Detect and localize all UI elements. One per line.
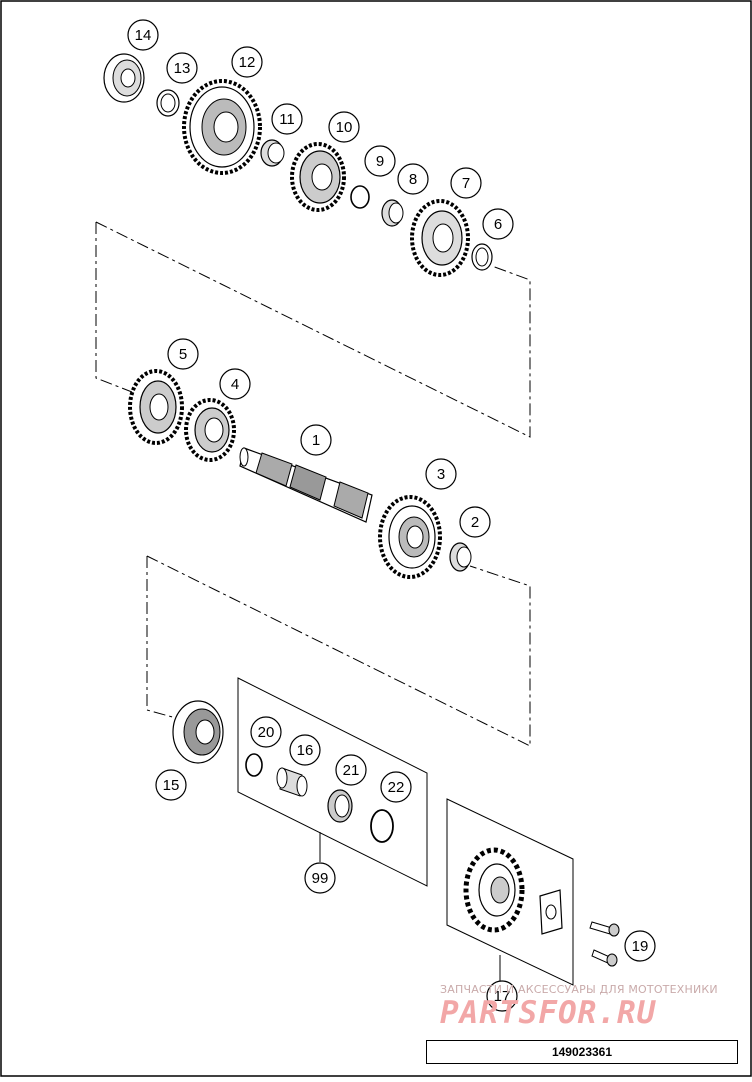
- callout-2[interactable]: 2: [459, 506, 491, 538]
- svg-text:20: 20: [258, 724, 275, 741]
- callout-14[interactable]: 14: [127, 19, 159, 51]
- svg-text:21: 21: [343, 762, 360, 779]
- ring-20: [245, 753, 263, 777]
- sprocket-17: [463, 847, 525, 933]
- callout-4[interactable]: 4: [219, 368, 251, 400]
- bolt-19-lower: [591, 949, 618, 967]
- assembly-line-upper-right: [95, 221, 531, 438]
- bushing-16: [276, 767, 308, 797]
- svg-text:14: 14: [135, 27, 152, 44]
- shaft-1: [239, 447, 373, 523]
- svg-text:11: 11: [279, 111, 295, 128]
- callout-21[interactable]: 21: [335, 754, 367, 786]
- svg-text:3: 3: [437, 466, 445, 483]
- watermark: ЗАПЧАСТИ И АКСЕССУАРЫ ДЛЯ МОТОТЕХНИКИ PA…: [440, 983, 740, 1031]
- bolt-19-upper: [589, 921, 620, 937]
- bearing-15: [172, 700, 224, 764]
- svg-text:4: 4: [231, 376, 239, 393]
- assembly-line-upper: [95, 222, 133, 393]
- kit-17-frame: [446, 798, 574, 986]
- svg-text:2: 2: [471, 514, 479, 531]
- bushing-11: [260, 139, 285, 167]
- callout-12[interactable]: 12: [231, 46, 263, 78]
- svg-text:99: 99: [312, 870, 329, 887]
- callout-99[interactable]: 99: [304, 862, 336, 894]
- svg-text:6: 6: [494, 216, 502, 233]
- callout-9[interactable]: 9: [364, 145, 396, 177]
- seal-21: [327, 789, 353, 823]
- callout-5[interactable]: 5: [167, 338, 199, 370]
- callout-6[interactable]: 6: [482, 208, 514, 240]
- callout-20[interactable]: 20: [250, 716, 282, 748]
- svg-text:12: 12: [239, 54, 256, 71]
- callout-19[interactable]: 19: [624, 930, 656, 962]
- svg-text:22: 22: [388, 779, 405, 796]
- callout-11[interactable]: 11: [271, 103, 303, 135]
- svg-text:13: 13: [174, 60, 191, 77]
- svg-text:10: 10: [336, 119, 353, 136]
- bushing-8: [381, 199, 404, 227]
- document-number: 149023361: [551, 1045, 613, 1059]
- kit-99-frame: [237, 677, 428, 887]
- retaining-plate: [539, 889, 563, 935]
- bearing-14: [103, 53, 145, 103]
- svg-text:19: 19: [632, 938, 649, 955]
- svg-text:17: 17: [494, 988, 511, 1005]
- svg-text:8: 8: [409, 171, 417, 188]
- callout-3[interactable]: 3: [425, 458, 457, 490]
- gear-5: [128, 369, 184, 445]
- callout-22[interactable]: 22: [380, 771, 412, 803]
- svg-text:5: 5: [179, 346, 187, 363]
- washer-13: [156, 89, 180, 117]
- watermark-tagline: ЗАПЧАСТИ И АКСЕССУАРЫ ДЛЯ МОТОТЕХНИКИ: [440, 983, 718, 996]
- ring-9: [350, 185, 370, 209]
- bushing-2: [449, 542, 472, 572]
- callout-13[interactable]: 13: [166, 52, 198, 84]
- svg-text:7: 7: [462, 175, 470, 192]
- gear-7: [410, 199, 470, 277]
- svg-text:16: 16: [297, 742, 314, 759]
- gear-10: [290, 142, 346, 212]
- gear-12: [182, 79, 262, 175]
- callout-1[interactable]: 1: [300, 424, 332, 456]
- callout-15[interactable]: 15: [155, 769, 187, 801]
- callout-16[interactable]: 16: [289, 734, 321, 766]
- gear-3: [378, 495, 442, 579]
- callout-10[interactable]: 10: [328, 111, 360, 143]
- washer-6: [471, 243, 493, 271]
- callout-7[interactable]: 7: [450, 167, 482, 199]
- assembly-line-lower: [146, 556, 177, 719]
- document-number-box: 149023361: [426, 1040, 738, 1064]
- assembly-line-lower-right: [146, 555, 531, 747]
- ring-22: [370, 809, 394, 843]
- svg-text:1: 1: [312, 432, 320, 449]
- svg-text:15: 15: [163, 777, 180, 794]
- callout-17[interactable]: 17: [486, 980, 518, 1012]
- svg-text:9: 9: [376, 153, 384, 170]
- callout-8[interactable]: 8: [397, 163, 429, 195]
- gear-4: [184, 398, 236, 462]
- watermark-brand: PARTSFOR.RU: [440, 995, 657, 1031]
